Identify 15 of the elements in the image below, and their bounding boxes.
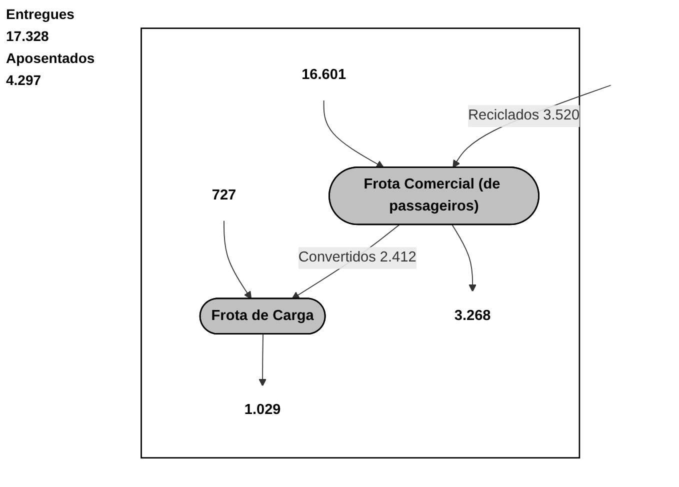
node-text: 16.601	[302, 68, 346, 84]
node-text: 1.029	[244, 402, 281, 418]
arrow	[452, 224, 477, 292]
label-text: Entregues	[6, 6, 76, 22]
edge-label: Convertidos 2.412	[298, 250, 416, 266]
arrow	[224, 220, 252, 300]
arrow	[323, 100, 384, 168]
edge-label: Reciclados 3.520	[468, 108, 580, 124]
label-text: Aposentados	[6, 50, 96, 66]
label-text: 4.297	[6, 72, 42, 88]
node-text: 3.268	[454, 308, 491, 324]
arrow	[452, 85, 612, 168]
label-text: 17.328	[6, 28, 50, 44]
node-text: 727	[212, 188, 236, 204]
arrow	[258, 334, 267, 387]
